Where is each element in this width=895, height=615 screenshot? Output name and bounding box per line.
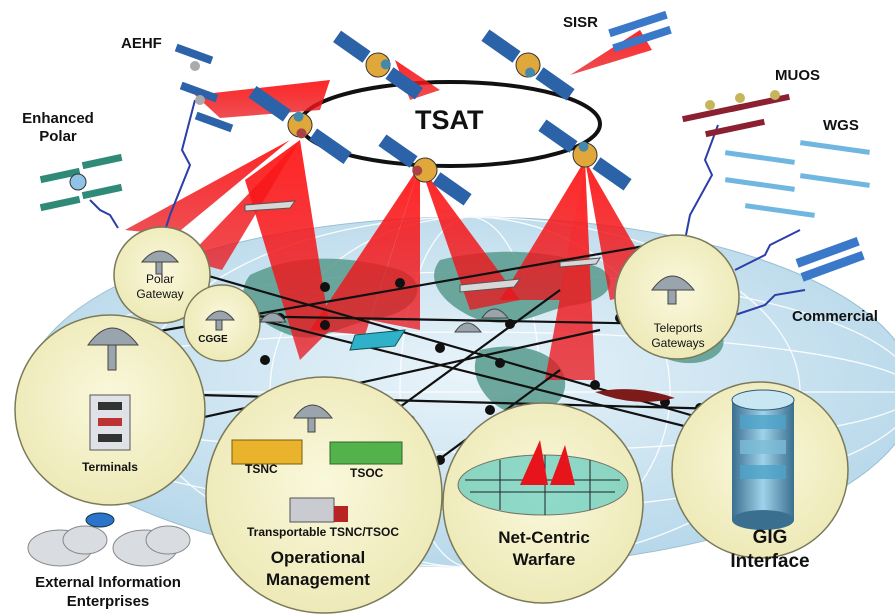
- tsat-satellite-3: [378, 134, 472, 206]
- wgs-label: WGS: [823, 117, 859, 134]
- dish-antennas: [87, 250, 696, 433]
- beam-center-1: [310, 165, 420, 335]
- terminals-label: Terminals: [82, 460, 138, 474]
- tsoc-label: TSOC: [350, 466, 384, 480]
- aehf-label: AEHF: [121, 35, 162, 52]
- ground-bubbles: [14, 226, 849, 614]
- enhanced-polar-label: Enhanced Polar: [22, 110, 94, 145]
- network-cloud-right: [112, 525, 191, 567]
- crosslinks: [89, 99, 806, 316]
- gig-interface-label: GIG Interface: [730, 527, 810, 572]
- external-information-enterprises-label: External Information Enterprises: [35, 574, 181, 610]
- satellites: [39, 10, 870, 282]
- tsnc-label: TSNC: [245, 462, 278, 476]
- enhanced-polar-satellites: [39, 153, 123, 212]
- tsat-satellite-1: [248, 85, 352, 165]
- teleports-bubble: [614, 234, 740, 360]
- tsoc-building: [329, 441, 403, 465]
- muos-label: MUOS: [775, 67, 820, 84]
- teleports-gateways-label: Teleports Gateways: [651, 321, 705, 350]
- operational-management-bubble: [205, 376, 443, 614]
- tsnc-building: [231, 439, 303, 465]
- polar-gateway-label: Polar Gateway: [136, 272, 184, 301]
- commercial-satellites: [795, 236, 865, 282]
- transportable-truck: [289, 497, 335, 523]
- beam-center-3: [420, 165, 520, 310]
- net-centric-warfare-label: Net-Centric Warfare: [498, 528, 590, 569]
- beam-left-down: [125, 140, 290, 235]
- tsat-satellite-4: [481, 29, 575, 101]
- sisr-satellites: [608, 10, 672, 53]
- muos-satellites: [682, 90, 790, 138]
- submarine: [595, 389, 675, 402]
- aehf-satellites: [174, 43, 234, 133]
- sisr-label: SISR: [563, 14, 599, 31]
- beam-right-2: [545, 160, 595, 380]
- beam-left-mid: [185, 140, 300, 270]
- router-icon: [85, 512, 115, 528]
- tsat-satellite-5: [538, 119, 632, 191]
- tsat-satellite-2: [333, 30, 423, 100]
- network-cloud-left: [27, 525, 108, 567]
- beam-center-2: [370, 165, 420, 330]
- cgge-label: CGGE: [198, 334, 228, 345]
- tsat-label: TSAT: [415, 105, 484, 135]
- wgs-satellites: [724, 140, 870, 218]
- operational-management-label: Operational Management: [266, 548, 370, 589]
- props: [27, 200, 795, 567]
- carrier-ship: [349, 329, 406, 351]
- polar-gateway-bubble: [113, 226, 211, 324]
- tsat-beams: [125, 30, 660, 380]
- aircraft: [244, 200, 602, 293]
- transportable-label: Transportable TSNC/TSOC: [246, 525, 400, 539]
- gig-cylinder: [731, 389, 795, 530]
- commercial-label: Commercial: [792, 308, 878, 325]
